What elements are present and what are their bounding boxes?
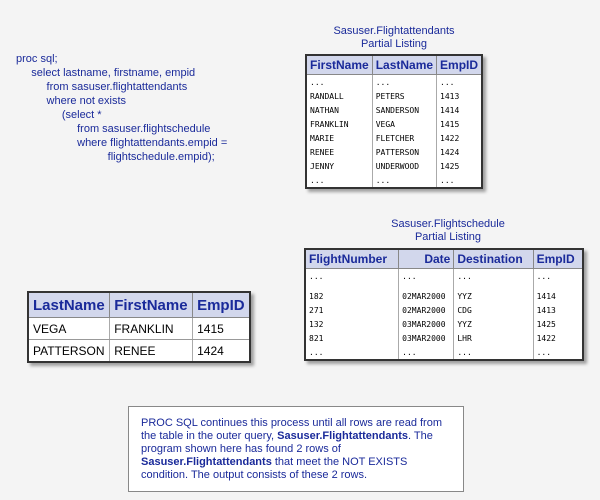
explanation-note: PROC SQL continues this process until al… bbox=[128, 406, 464, 492]
column-header: FirstName bbox=[109, 291, 194, 318]
table-row: ......... bbox=[305, 74, 483, 89]
table-row: ............ bbox=[304, 268, 584, 283]
column-header: FlightNumber bbox=[304, 248, 400, 269]
column-header: LastName bbox=[371, 54, 438, 75]
column-header: LastName bbox=[27, 291, 111, 318]
attendants-table: FirstName LastName EmpID ......... RANDA… bbox=[305, 54, 484, 189]
column-header: EmpID bbox=[532, 248, 584, 269]
schedule-caption: Sasuser.Flightschedule Partial Listing bbox=[391, 218, 505, 243]
column-header: Date bbox=[398, 248, 455, 269]
table-header-row: FirstName LastName EmpID bbox=[305, 54, 483, 75]
sql-code: proc sql; select lastname, firstname, em… bbox=[16, 53, 228, 163]
table-row: ......... bbox=[305, 173, 483, 188]
table-row: ............ bbox=[304, 345, 584, 360]
table-header-row: FlightNumber Date Destination EmpID bbox=[304, 248, 584, 269]
column-header: FirstName bbox=[305, 54, 373, 75]
attendants-caption: Sasuser.Flightattendants Partial Listing bbox=[333, 25, 455, 50]
column-header: EmpID bbox=[436, 54, 483, 75]
table-header-row: LastName FirstName EmpID bbox=[27, 291, 251, 318]
column-header: EmpID bbox=[192, 291, 251, 318]
column-header: Destination bbox=[453, 248, 534, 269]
schedule-table: FlightNumber Date Destination EmpID ....… bbox=[304, 248, 584, 361]
